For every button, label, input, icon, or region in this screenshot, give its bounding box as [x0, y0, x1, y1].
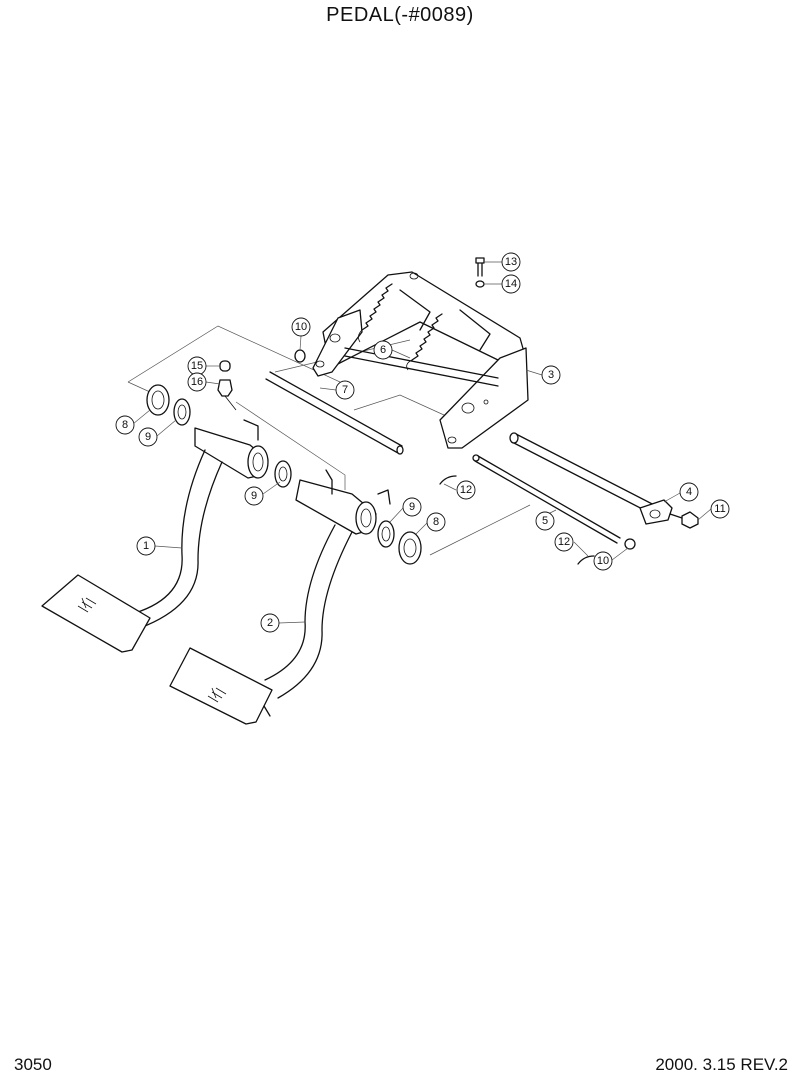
svg-text:12: 12 [558, 536, 570, 548]
svg-text:9: 9 [251, 490, 257, 502]
callout-2: 2 [260, 613, 280, 633]
pedal-2 [169, 469, 422, 725]
svg-text:10: 10 [295, 321, 307, 333]
callout-8-right: 8 [426, 512, 446, 532]
svg-text:7: 7 [342, 384, 348, 396]
callout-10-top: 10 [291, 317, 311, 337]
page-title: PEDAL(-#0089) [326, 4, 474, 26]
rod-5 [472, 454, 621, 544]
svg-text:13: 13 [505, 256, 517, 268]
revision-date: 2000. 3.15 REV.2 [655, 1055, 788, 1074]
bolt-11 [669, 511, 699, 529]
shaft-7 [265, 371, 404, 455]
pedal-1 [41, 419, 269, 653]
callout-1: 1 [136, 536, 156, 556]
svg-text:9: 9 [145, 431, 151, 443]
bearing-8-left [146, 384, 191, 426]
svg-text:15: 15 [191, 360, 203, 372]
svg-text:11: 11 [714, 503, 725, 515]
page-number: 3050 [14, 1055, 52, 1074]
callout-16: 16 [187, 372, 207, 392]
shaft-4 [509, 432, 673, 525]
callout-12-top: 12 [456, 480, 476, 500]
washer-9-middle [274, 460, 292, 488]
svg-text:6: 6 [380, 344, 386, 356]
callout-6: 6 [373, 340, 393, 360]
callout-14: 14 [501, 274, 521, 294]
svg-text:16: 16 [191, 376, 203, 388]
callout-11: 11 [710, 499, 730, 519]
callout-9-middle: 9 [244, 486, 264, 506]
callout-9-right: 9 [402, 497, 422, 517]
washer-10-top [294, 349, 306, 363]
svg-text:5: 5 [542, 515, 548, 527]
assembly-guide-lines [127, 325, 531, 556]
callout-4: 4 [679, 482, 699, 502]
svg-text:10: 10 [597, 555, 609, 567]
bracket-assembly [312, 271, 529, 449]
svg-text:1: 1 [143, 540, 149, 552]
callout-12-bottom: 12 [554, 532, 574, 552]
svg-text:14: 14 [505, 278, 517, 290]
svg-text:3: 3 [548, 369, 554, 381]
svg-text:9: 9 [409, 501, 415, 513]
grease-nipple [217, 360, 237, 411]
callout-9-left: 9 [138, 427, 158, 447]
bolt-13 [475, 257, 485, 288]
callout-10-bottom: 10 [593, 551, 613, 571]
svg-text:2: 2 [267, 617, 273, 629]
svg-text:8: 8 [122, 419, 128, 431]
cotter-pins [439, 475, 595, 565]
callout-3: 3 [541, 365, 561, 385]
callout-7: 7 [335, 380, 355, 400]
svg-text:8: 8 [433, 516, 439, 528]
return-springs [358, 283, 443, 371]
washer-10-bottom [624, 538, 636, 550]
callout-5: 5 [535, 511, 555, 531]
callout-13: 13 [501, 252, 521, 272]
svg-text:4: 4 [686, 486, 692, 498]
callout-8-left: 8 [115, 415, 135, 435]
callout-15: 15 [187, 356, 207, 376]
svg-text:12: 12 [460, 484, 472, 496]
